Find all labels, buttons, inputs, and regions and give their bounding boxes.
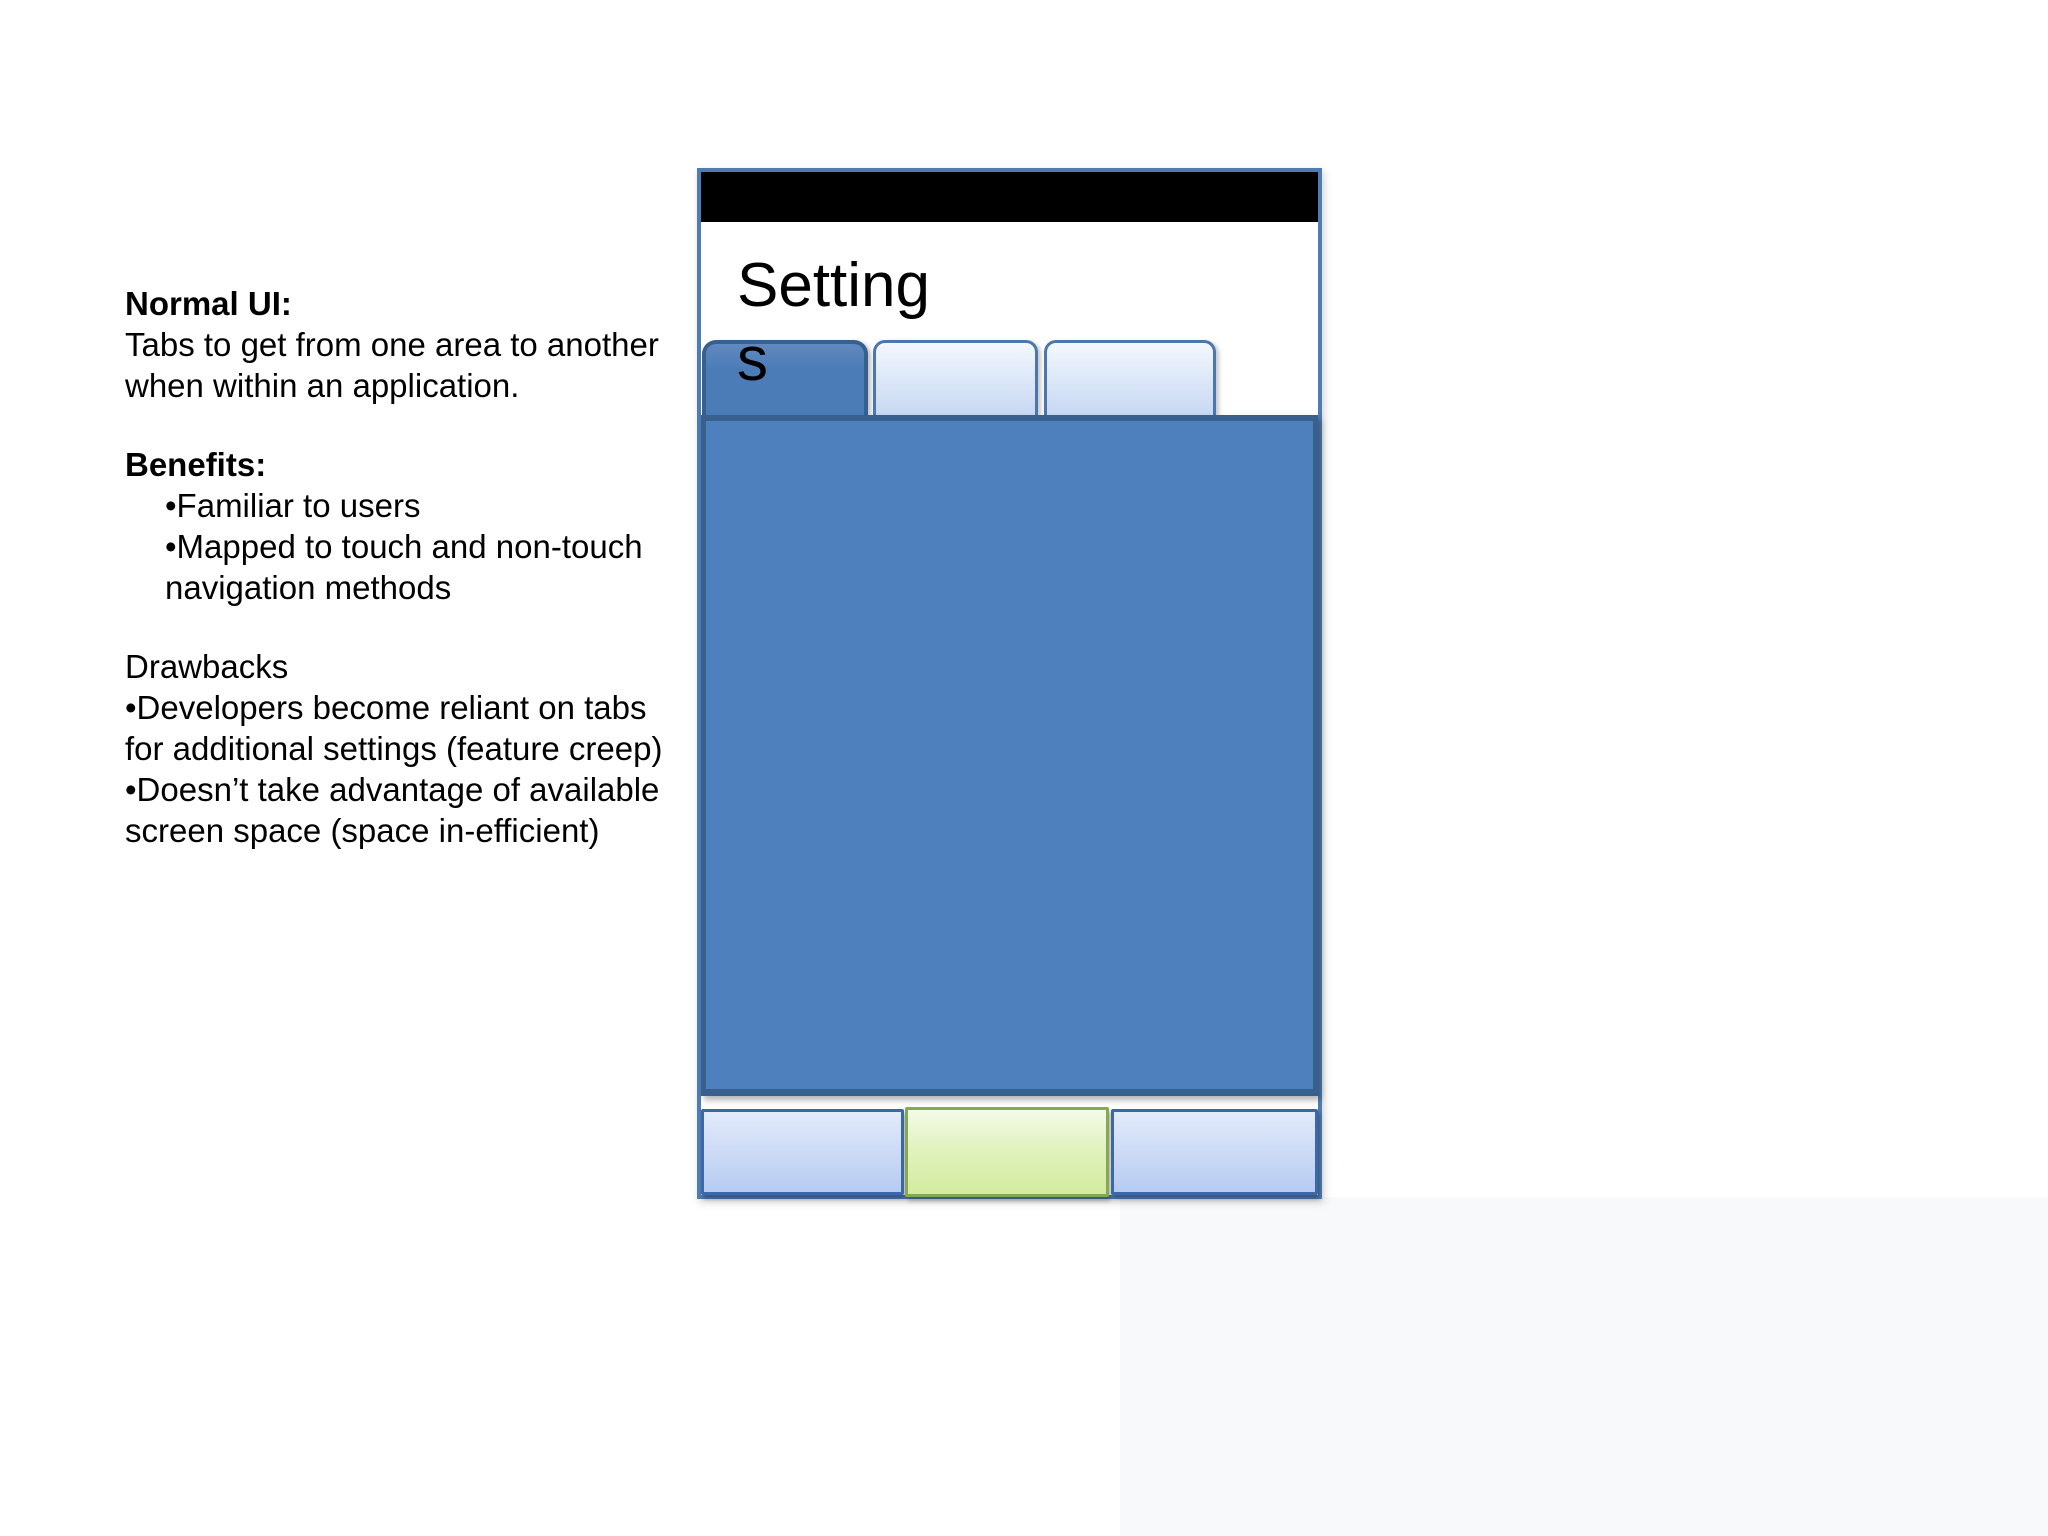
settings-page-title: Settings — [737, 251, 931, 394]
bottom-button-right[interactable] — [1111, 1109, 1318, 1195]
phone-screen: Settings — [701, 172, 1318, 1197]
drawback-item: •Developers become reliant on tabs for a… — [125, 689, 663, 767]
bottom-button-bar — [701, 1107, 1318, 1199]
drawback-item: •Doesn’t take advantage of available scr… — [125, 771, 660, 849]
bottom-button-left[interactable] — [701, 1109, 904, 1195]
normal-ui-heading: Normal UI: — [125, 285, 292, 322]
background-shade — [1120, 1197, 2048, 1536]
tab-bar — [701, 340, 1318, 415]
benefit-item: •Familiar to users — [165, 487, 421, 524]
tab-3[interactable] — [1044, 340, 1216, 415]
normal-ui-description: Tabs to get from one area to another whe… — [125, 326, 659, 404]
benefit-item: •Mapped to touch and non-touch navigatio… — [165, 528, 643, 606]
tab-2[interactable] — [873, 340, 1038, 415]
phone-mockup: Settings — [697, 168, 1322, 1199]
tab-selected[interactable] — [702, 340, 868, 415]
status-bar — [701, 172, 1318, 222]
drawbacks-heading: Drawbacks — [125, 648, 289, 685]
tab-content-pane — [701, 415, 1318, 1096]
benefits-heading: Benefits: — [125, 446, 267, 483]
annotation-text-column: Normal UI: Tabs to get from one area to … — [125, 283, 675, 851]
bottom-button-center[interactable] — [905, 1107, 1109, 1197]
